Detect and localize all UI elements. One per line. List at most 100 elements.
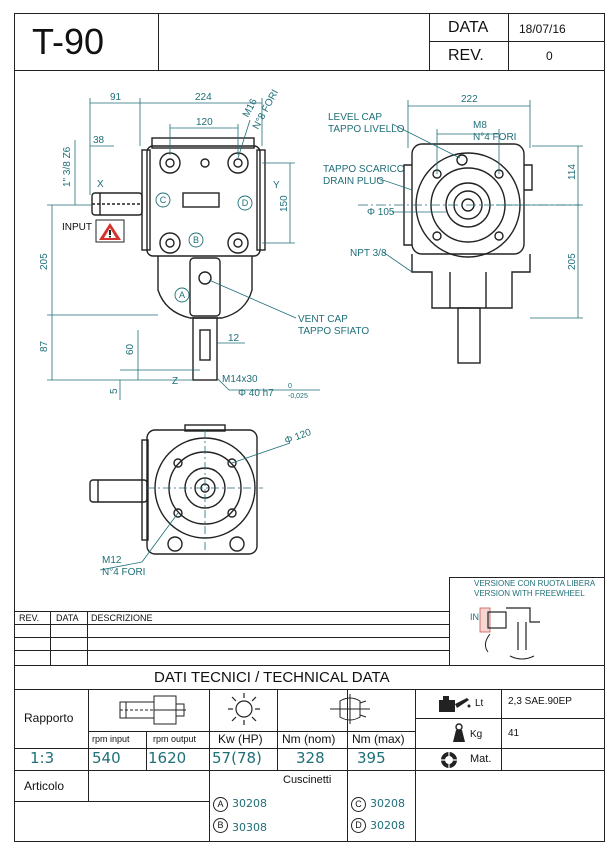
dim-222: 222 <box>461 94 478 105</box>
freewheel-in-label: IN <box>470 612 479 622</box>
rpm-input-label: rpm input <box>92 734 130 744</box>
tech-line <box>14 689 605 690</box>
dim-shaft-in: 1" 3/8 Z6 <box>62 146 73 187</box>
nm-nom-value: 328 <box>296 749 325 767</box>
marker-c: C <box>160 195 167 205</box>
marker-a: A <box>179 290 185 300</box>
material-icon <box>441 752 457 768</box>
drain-2: DRAIN PLUG <box>323 176 384 187</box>
kw-label: Kw (HP) <box>218 732 263 746</box>
freewheel-box <box>449 577 605 665</box>
input-label: INPUT <box>62 222 92 233</box>
freewheel-label-1: VERSIONE CON RUOTA LIBERA <box>474 579 596 588</box>
data-col-header: DATA <box>56 613 79 623</box>
nm-nom-label: Nm (nom) <box>282 732 336 746</box>
bearing-code-c: 30208 <box>370 797 405 810</box>
tech-line <box>14 748 605 749</box>
rev-table-line <box>14 650 449 651</box>
level-cap-1: LEVEL CAP <box>328 112 382 123</box>
bearing-code-d: 30208 <box>370 819 405 832</box>
bearing-code-a: 30208 <box>232 797 267 810</box>
side-housing <box>411 143 525 255</box>
freewheel-diagram <box>479 607 540 660</box>
dim-12: 12 <box>228 333 240 344</box>
vent-2: TAPPO SFIATO <box>298 326 369 337</box>
bearing-mark-c: C <box>351 797 366 812</box>
ratio-label: Rapporto <box>24 711 74 725</box>
marker-b: B <box>193 235 199 245</box>
npt-label: NPT 3/8 <box>350 248 387 259</box>
tech-col <box>415 689 416 842</box>
drain-1: TAPPO SCARICO <box>323 164 405 175</box>
tech-col <box>146 731 147 770</box>
weight-value: 41 <box>508 728 520 739</box>
dim-4-holes: N°4 FORI <box>473 132 516 143</box>
dim-205: 205 <box>39 253 50 270</box>
level-cap-2: TAPPO LIVELLO <box>328 124 405 135</box>
dim-87: 87 <box>39 340 50 352</box>
drawing-frame <box>14 13 605 842</box>
axis-z: Z <box>172 376 178 387</box>
tech-col <box>88 689 89 801</box>
bearing-mark-d: D <box>351 818 366 833</box>
nm-max-label: Nm (max) <box>352 732 405 746</box>
dim-4-holes-b: N°4 FORI <box>102 567 145 578</box>
articolo-label: Articolo <box>24 779 65 793</box>
tech-col <box>501 689 502 770</box>
dim-5: 5 <box>109 388 120 394</box>
dim-114: 114 <box>567 164 578 180</box>
shaft-icon <box>119 695 186 725</box>
rev-table-line <box>14 665 605 666</box>
description-col-header: DESCRIZIONE <box>91 613 153 623</box>
rev-table-line <box>14 611 449 612</box>
dim-phi40: Φ 40 h7 <box>238 388 274 399</box>
rev-value: 0 <box>546 49 553 63</box>
tech-line <box>14 770 209 771</box>
header-row-line <box>429 41 605 42</box>
dim-224: 224 <box>195 92 212 103</box>
dim-205b: 205 <box>567 253 578 270</box>
technical-title: DATI TECNICI / TECHNICAL DATA <box>154 669 390 686</box>
rev-col-header: REV. <box>19 613 40 623</box>
tech-line <box>14 801 209 802</box>
gearbox-drawing: 91 224 120 38 1" 3/8 Z6 X Y Z 150 205 87… <box>39 88 583 578</box>
power-sun-icon <box>228 693 260 725</box>
bearing-code-b: 30308 <box>232 821 267 834</box>
dim-91: 91 <box>110 92 122 103</box>
dim-m8: M8 <box>473 120 487 131</box>
header-col-line <box>158 13 159 70</box>
tech-line <box>88 731 415 732</box>
dim-phi120: Φ 120 <box>283 427 313 447</box>
rev-table-col <box>50 611 51 665</box>
nm-max-value: 395 <box>357 749 386 767</box>
freewheel-label-2: VERSION WITH FREEWHEEL <box>474 589 585 598</box>
rev-table-line <box>14 624 449 625</box>
warning-icon <box>95 219 125 243</box>
bearing-mark-a: A <box>213 797 228 812</box>
tech-col <box>277 689 278 770</box>
front-housing <box>146 145 261 257</box>
rev-table-line <box>14 637 449 638</box>
tech-col <box>209 689 210 842</box>
header-divider <box>14 70 605 71</box>
tol-upper: 0 <box>288 383 292 390</box>
dim-38: 38 <box>93 135 105 146</box>
oil-can-icon <box>439 696 471 712</box>
tol-lower: -0,025 <box>288 393 308 400</box>
model-title: T-90 <box>32 21 105 62</box>
rev-table-col <box>87 611 88 665</box>
date-label: DATA <box>448 19 489 36</box>
oil-unit: Lt <box>475 698 484 709</box>
weight-icon <box>453 723 465 742</box>
tech-line <box>209 770 415 771</box>
rev-label: REV. <box>448 47 484 64</box>
dim-120: 120 <box>196 117 213 128</box>
dim-phi105: Φ 105 <box>367 207 395 218</box>
tech-col <box>347 689 348 842</box>
marker-d: D <box>242 198 249 208</box>
axis-x: X <box>97 179 104 190</box>
tech-line <box>415 718 605 719</box>
rpm-input-value: 540 <box>92 749 121 767</box>
oil-value: 2,3 SAE.90EP <box>508 696 572 707</box>
tech-line <box>415 770 605 771</box>
